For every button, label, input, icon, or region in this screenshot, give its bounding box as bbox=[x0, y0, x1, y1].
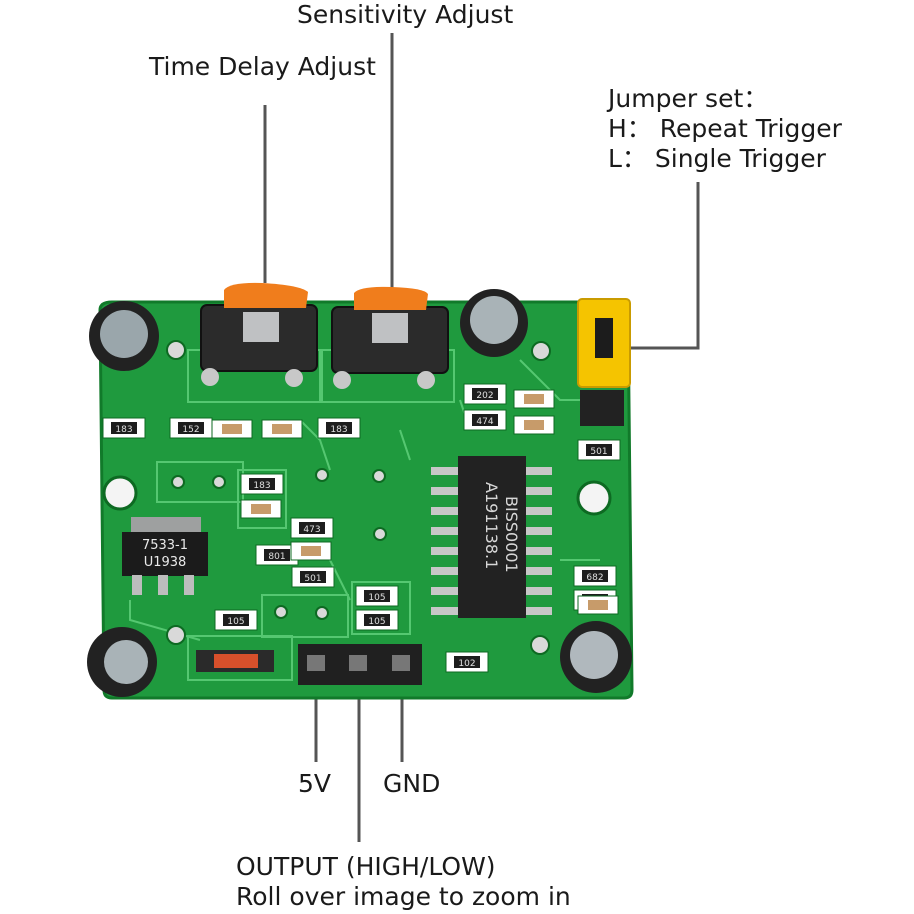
smd-resistor: 183 bbox=[317, 417, 361, 439]
time-delay-adjust-label: Time Delay Adjust bbox=[149, 52, 376, 81]
smd-resistor: 183 bbox=[240, 473, 284, 495]
mounting-hole bbox=[576, 480, 612, 516]
biss0001-ic: BISS0001 A191138.1 bbox=[431, 456, 552, 618]
smd-resistor: 474 bbox=[463, 409, 507, 431]
smd-capacitor bbox=[577, 595, 619, 615]
zoom-hint-label: Roll over image to zoom in bbox=[236, 882, 571, 911]
smd-resistor: 202 bbox=[463, 383, 507, 405]
smd-capacitor bbox=[261, 419, 303, 439]
smd-marking: 105 bbox=[227, 617, 244, 627]
mounting-hole bbox=[102, 475, 138, 511]
smd-resistor: 152 bbox=[169, 417, 213, 439]
sensitivity-potentiometer bbox=[331, 286, 449, 389]
jumper-h-label: H： Repeat Trigger bbox=[608, 114, 842, 143]
sensitivity-adjust-label: Sensitivity Adjust bbox=[297, 0, 514, 29]
smd-marking: 682 bbox=[586, 573, 603, 583]
pin-5v-label: 5V bbox=[298, 769, 332, 798]
electrolytic-capacitor bbox=[560, 621, 632, 693]
smd-marking: 801 bbox=[268, 552, 285, 562]
smd-marking: 501 bbox=[304, 574, 321, 584]
smd-capacitor bbox=[513, 415, 555, 435]
pin-output-label: OUTPUT (HIGH/LOW) bbox=[236, 852, 496, 881]
smd-marking: 105 bbox=[368, 593, 385, 603]
smd-marking: 474 bbox=[476, 417, 493, 427]
diode bbox=[196, 650, 274, 672]
smd-marking: 183 bbox=[115, 425, 132, 435]
voltage-regulator: 7533-1 U1938 bbox=[122, 517, 208, 595]
smd-capacitor bbox=[290, 541, 332, 561]
smd-resistor: 183 bbox=[102, 417, 146, 439]
smd-capacitor bbox=[513, 389, 555, 409]
jumper-set-title: Jumper set： bbox=[608, 84, 769, 113]
smd-resistor: 501 bbox=[291, 566, 335, 588]
smd-capacitor bbox=[240, 499, 282, 519]
smd-resistor: 105 bbox=[355, 609, 399, 631]
smd-marking: 183 bbox=[330, 425, 347, 435]
smd-marking: 105 bbox=[368, 617, 385, 627]
smd-resistor: 501 bbox=[577, 439, 621, 461]
smd-resistor: 102 bbox=[445, 651, 489, 673]
smd-marking: 152 bbox=[182, 425, 199, 435]
header-pins bbox=[298, 644, 422, 685]
time-delay-potentiometer bbox=[200, 282, 318, 387]
regulator-marking-line2: U1938 bbox=[144, 555, 187, 570]
smd-marking: 102 bbox=[458, 659, 475, 669]
electrolytic-capacitor bbox=[89, 301, 159, 371]
smd-components: 183 152 183 202 474 501 183 473 105 801 501 105 105 6… bbox=[102, 383, 621, 673]
ic-marking-line1: BISS0001 bbox=[502, 496, 521, 573]
smd-marking: 202 bbox=[476, 391, 493, 401]
smd-resistor: 682 bbox=[573, 565, 617, 587]
smd-marking: 501 bbox=[590, 447, 607, 457]
smd-marking: 183 bbox=[253, 481, 270, 491]
smd-resistor: 105 bbox=[355, 585, 399, 607]
pin-gnd-label: GND bbox=[383, 769, 441, 798]
smd-resistor: 473 bbox=[290, 517, 334, 539]
jumper-l-label: L： Single Trigger bbox=[608, 144, 826, 173]
electrolytic-capacitor bbox=[460, 289, 528, 357]
smd-capacitor bbox=[211, 419, 253, 439]
jumper-callout-line bbox=[628, 182, 700, 350]
smd-resistor: 105 bbox=[214, 609, 258, 631]
smd-marking: 473 bbox=[303, 525, 320, 535]
regulator-marking-line1: 7533-1 bbox=[142, 538, 188, 553]
ic-marking-line2: A191138.1 bbox=[482, 482, 501, 569]
electrolytic-capacitor bbox=[87, 627, 157, 697]
jumper-block bbox=[577, 298, 631, 426]
